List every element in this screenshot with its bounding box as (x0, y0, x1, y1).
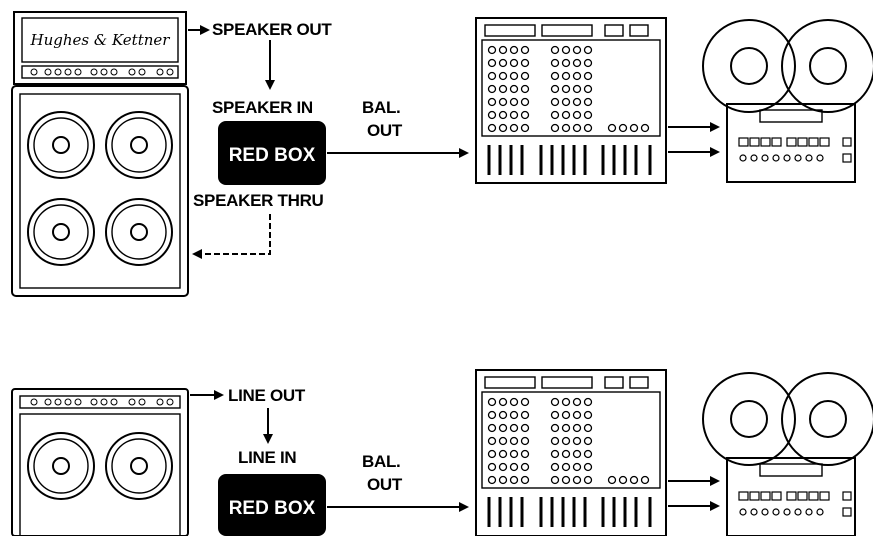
speaker-out-label: SPEAKER OUT (212, 20, 332, 39)
bottom-setup: LINE OUT LINE IN RED BOX BAL. OUT (12, 370, 873, 536)
tape-recorder-icon (703, 373, 873, 536)
console-knobs (489, 399, 649, 484)
amp-head: Hughes & Kettner (14, 12, 186, 84)
speaker-cone-icon (28, 112, 94, 178)
bal-label: BAL. (362, 452, 400, 471)
speaker-out-arrow: SPEAKER OUT (188, 20, 332, 39)
mixing-console-icon (476, 370, 666, 536)
speaker-cone-icon (106, 433, 172, 499)
red-box-label: RED BOX (229, 498, 316, 519)
red-box-label: RED BOX (229, 145, 316, 166)
line-out-label: LINE OUT (228, 386, 306, 405)
speaker-in-label: SPEAKER IN (212, 98, 313, 117)
speaker-cone-icon (28, 199, 94, 265)
speaker-cone-icon (28, 433, 94, 499)
out-label: OUT (367, 121, 403, 140)
tape-recorder-icon (703, 20, 873, 182)
speaker-thru-label: SPEAKER THRU (193, 191, 324, 210)
mixing-console-icon (476, 18, 666, 183)
console-faders (489, 497, 650, 527)
out-label: OUT (367, 475, 403, 494)
red-box-top: RED BOX (218, 121, 326, 185)
speaker-thru-arrow (194, 214, 270, 254)
speaker-cone-icon (106, 112, 172, 178)
console-knobs (489, 47, 649, 132)
speaker-cone-icon (106, 199, 172, 265)
speaker-cabinet-4x12 (12, 86, 188, 296)
combo-amp (12, 389, 188, 536)
red-box-bottom: RED BOX (218, 474, 326, 536)
amp-controls (31, 69, 173, 75)
amp-logo: Hughes & Kettner (30, 31, 171, 49)
top-setup: Hughes & Kettner (12, 12, 873, 296)
amp-controls (31, 399, 173, 405)
console-faders (489, 145, 650, 175)
bal-label: BAL. (362, 98, 400, 117)
line-in-label: LINE IN (238, 448, 296, 467)
